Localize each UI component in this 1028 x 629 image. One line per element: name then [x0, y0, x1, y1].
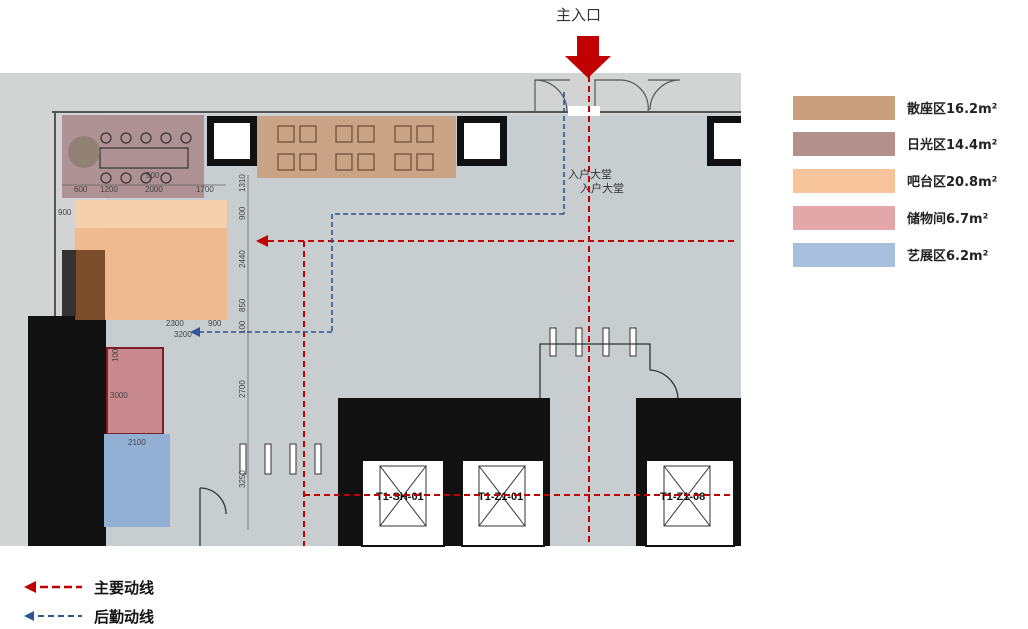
- legend-label: 储物间6.7m²: [907, 212, 989, 227]
- dim-top: 1700: [196, 185, 214, 194]
- gate-outline: [539, 343, 679, 399]
- flow-label: 后勤动线: [94, 608, 155, 626]
- entrance-arrow-icon: [565, 36, 611, 78]
- legend-item-sun: 日光区14.4m²: [793, 132, 1028, 156]
- dim-right: 2700: [238, 380, 247, 398]
- left-black-wall: [28, 316, 106, 546]
- dim-left: 100: [111, 348, 120, 362]
- dim-top: 600: [74, 185, 88, 194]
- flow-legend-logistics: 后勤动线: [24, 606, 224, 628]
- elevator-shaft: [645, 459, 735, 547]
- legend-label: 吧台区20.8m²: [907, 175, 998, 190]
- legend-label: 艺展区6.2m²: [907, 249, 989, 264]
- legend-swatch: [793, 243, 895, 267]
- logistics-flow-lines: [196, 92, 565, 333]
- legend-label: 散座区16.2m²: [907, 102, 998, 117]
- dim-bottom: 2100: [128, 438, 146, 447]
- dim-top: 1200: [100, 185, 118, 194]
- dim-right: 3250: [238, 470, 247, 488]
- sun-zone-chairs: [99, 132, 192, 184]
- logistics-flow-legend-arrowhead: [24, 611, 34, 621]
- legend-swatch: [793, 96, 895, 120]
- dim-right: 1310: [238, 174, 247, 192]
- flow-legend-main: 主要动线: [24, 577, 224, 599]
- seating-zone: [257, 116, 456, 178]
- dim-left: 900: [58, 208, 72, 217]
- dim-storage: 3000: [110, 391, 128, 400]
- side-door: [199, 487, 227, 515]
- lobby-label: 入户大堂: [568, 167, 612, 181]
- main-entrance-label: 主入口: [556, 6, 602, 24]
- art-zone: [104, 434, 170, 527]
- dim-bottom: 3200: [174, 330, 192, 339]
- main-flow-lines: [262, 76, 734, 546]
- dim-right: 2440: [238, 250, 247, 268]
- seating-tables: [277, 125, 434, 171]
- logistics-flow-arrowhead: [190, 327, 200, 337]
- dim-bottom: 900: [208, 319, 222, 328]
- legend-swatch: [793, 132, 895, 156]
- legend-swatch: [793, 206, 895, 230]
- plant-corner: [62, 250, 76, 316]
- flow-label: 主要动线: [94, 579, 155, 597]
- turnstiles: [239, 327, 637, 475]
- dim-bottom: 2300: [166, 319, 184, 328]
- elevator-label: T1-Z1-08: [660, 491, 705, 503]
- bar-counter: [75, 200, 227, 228]
- elevator-shaft: [361, 459, 445, 547]
- bar-dark-strip: [75, 250, 105, 320]
- storage-zone: [107, 348, 163, 434]
- column-inner: [464, 123, 500, 159]
- legend-label: 日光区14.4m²: [907, 138, 998, 153]
- plant-decoration: [68, 136, 100, 168]
- entrance-doors: [534, 79, 681, 113]
- legend-item-art: 艺展区6.2m²: [793, 243, 1028, 267]
- legend-item-storage: 储物间6.7m²: [793, 206, 1028, 230]
- main-flow-arrowhead: [256, 235, 268, 247]
- legend-item-seating: 散座区16.2m²: [793, 96, 1028, 120]
- column-inner: [214, 123, 250, 159]
- legend-item-bar: 吧台区20.8m²: [793, 169, 1028, 193]
- flow-legend-lines: [24, 581, 82, 621]
- entrance-gap: [568, 106, 600, 116]
- legend-swatch: [793, 169, 895, 193]
- elevator-shaft: [461, 459, 545, 547]
- main-flow-legend-arrowhead: [24, 581, 36, 593]
- dim-right: 900: [238, 206, 247, 220]
- lobby-label: 入户大堂: [580, 181, 624, 195]
- dim-top: 500: [146, 171, 160, 180]
- dim-right: 850: [238, 298, 247, 312]
- column-inner: [714, 123, 741, 159]
- dim-top: 2000: [145, 185, 163, 194]
- elevator-label: T1-SH-01: [376, 491, 424, 503]
- elevator-label: T1-Z1-01: [478, 491, 523, 503]
- dim-right: 100: [238, 320, 247, 334]
